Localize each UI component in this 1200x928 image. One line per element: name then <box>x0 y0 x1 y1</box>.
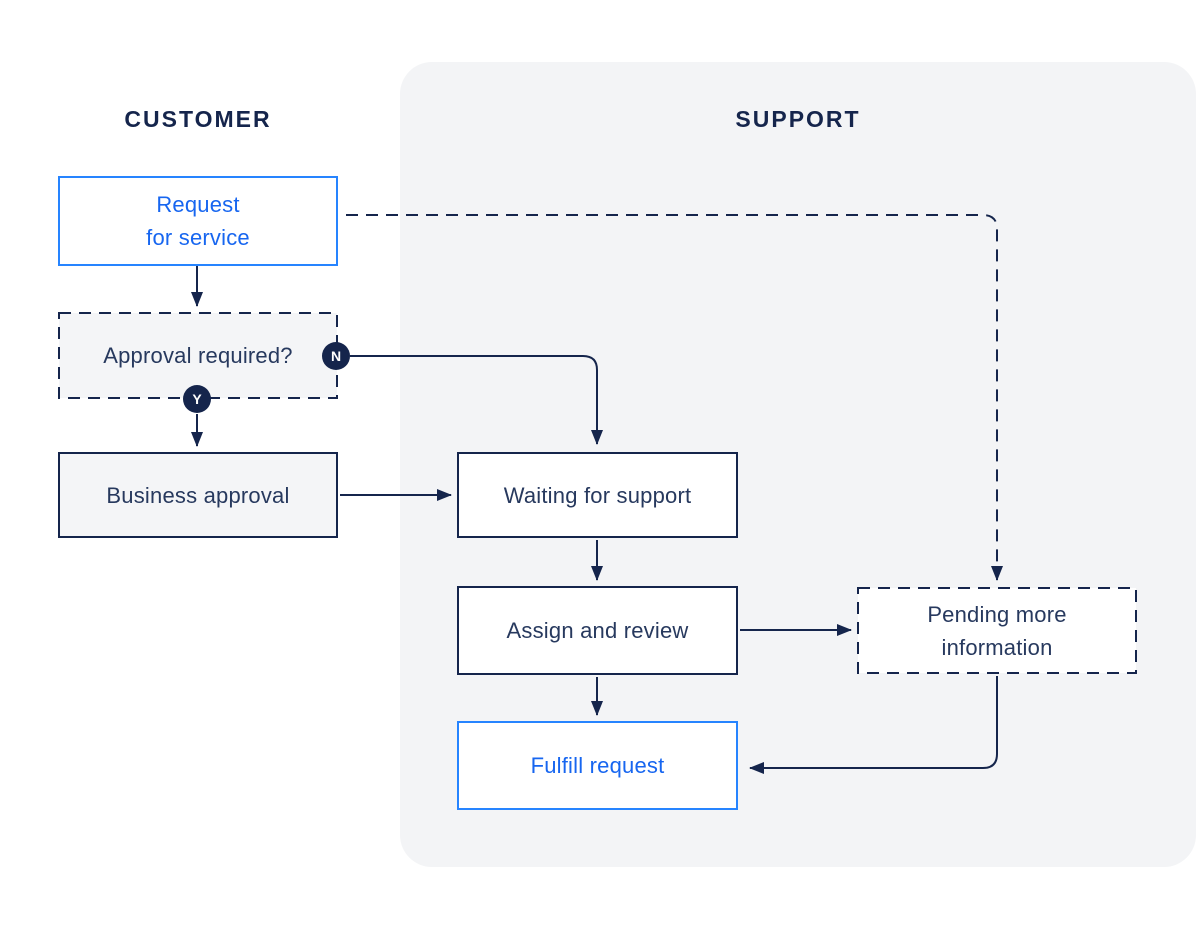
node-business-approval: Business approval <box>58 452 338 538</box>
edge-approval-no-to-waiting <box>350 355 603 445</box>
node-approval-required-label: Approval required? <box>103 343 293 368</box>
decision-badge-no: N <box>322 342 350 370</box>
node-assign-and-review: Assign and review <box>457 586 738 675</box>
node-pending-more-information-label: Pending more information <box>927 601 1067 660</box>
node-fulfill-request: Fulfill request <box>457 721 738 810</box>
lane-title-support: SUPPORT <box>735 106 861 132</box>
node-request-for-service: Request for service <box>58 176 338 266</box>
edge-request-to-pending-dashed <box>346 214 1003 581</box>
decision-badge-yes: Y <box>183 385 211 413</box>
lane-title-customer: CUSTOMER <box>124 106 272 132</box>
edge-pending-to-fulfill <box>749 676 998 774</box>
node-box-pending-more-information <box>857 587 1137 674</box>
node-waiting-for-support: Waiting for support <box>457 452 738 538</box>
